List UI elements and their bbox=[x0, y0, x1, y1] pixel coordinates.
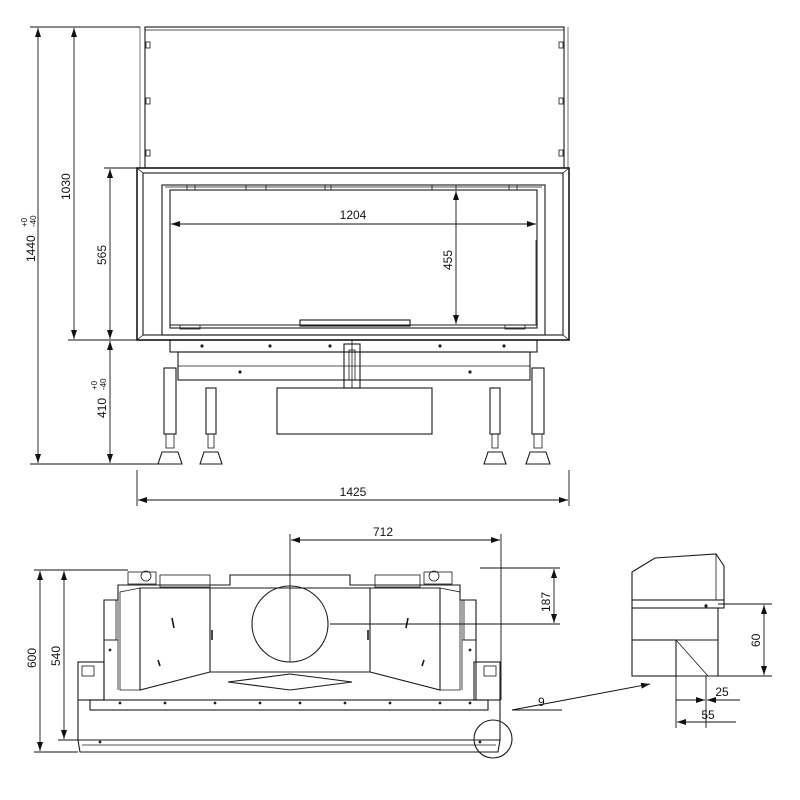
dim-1440-tol-lower: -40 bbox=[29, 215, 38, 227]
dim-410-label: 410 bbox=[95, 398, 109, 418]
legs bbox=[157, 367, 551, 465]
top-view: 600 540 712 187 bbox=[25, 525, 560, 759]
chimney-hood bbox=[139, 26, 569, 169]
dimension-detail-height: 60 bbox=[718, 603, 772, 677]
dimension-top-depth-inner: 540 bbox=[49, 571, 78, 741]
dim-712-label: 712 bbox=[373, 525, 393, 539]
dimension-detail-small-width: 25 bbox=[676, 676, 740, 728]
dim-410-tol-upper: +0 bbox=[90, 380, 99, 390]
dimension-upper-height: 1030 bbox=[59, 28, 170, 341]
frame bbox=[136, 167, 570, 341]
dimension-frame-height: 565 bbox=[95, 167, 137, 339]
dimension-detail-large-width: 55 bbox=[675, 676, 736, 728]
dim-455-label: 455 bbox=[441, 250, 455, 270]
base-rail bbox=[169, 339, 538, 389]
detail-view: 9 60 25 55 bbox=[511, 553, 772, 728]
base-tray bbox=[77, 661, 501, 753]
dimension-top-depth-total: 600 bbox=[25, 569, 128, 753]
dimension-glass-width: 1204 bbox=[171, 208, 536, 227]
dimension-glass-height: 455 bbox=[441, 191, 459, 324]
dimension-top-offset-depth: 187 bbox=[330, 567, 560, 625]
dimension-base-height: 410 +0 -40 bbox=[90, 341, 113, 463]
detail-callout-label: 9 bbox=[538, 695, 545, 709]
detail-callout-circle bbox=[473, 719, 513, 759]
dim-1440-label: 1440 bbox=[24, 235, 38, 262]
dim-55-label: 55 bbox=[701, 708, 715, 722]
dim-600-label: 600 bbox=[25, 648, 39, 668]
dim-1425-label: 1425 bbox=[340, 485, 367, 499]
dimension-overall-width: 1425 bbox=[136, 470, 570, 506]
dim-410-tol-lower: -40 bbox=[99, 378, 108, 390]
dim-565-label: 565 bbox=[95, 245, 109, 265]
air-box bbox=[276, 387, 433, 435]
dim-1440-tol-upper: +0 bbox=[20, 217, 29, 227]
dim-60-label: 60 bbox=[749, 633, 763, 647]
dim-1204-label: 1204 bbox=[340, 208, 367, 222]
dim-25-label: 25 bbox=[715, 685, 729, 699]
dim-187-label: 187 bbox=[539, 592, 553, 612]
door-handle-bar bbox=[299, 319, 411, 327]
firebox-body bbox=[103, 570, 477, 701]
front-view: 1440 +0 -40 1030 565 410 +0 -40 1204 455 bbox=[20, 26, 570, 506]
dimension-total-height: 1440 +0 -40 bbox=[20, 26, 160, 465]
dim-540-label: 540 bbox=[49, 646, 63, 666]
dimension-top-offset-width: 712 bbox=[289, 525, 502, 700]
dim-1030-label: 1030 bbox=[59, 173, 73, 200]
